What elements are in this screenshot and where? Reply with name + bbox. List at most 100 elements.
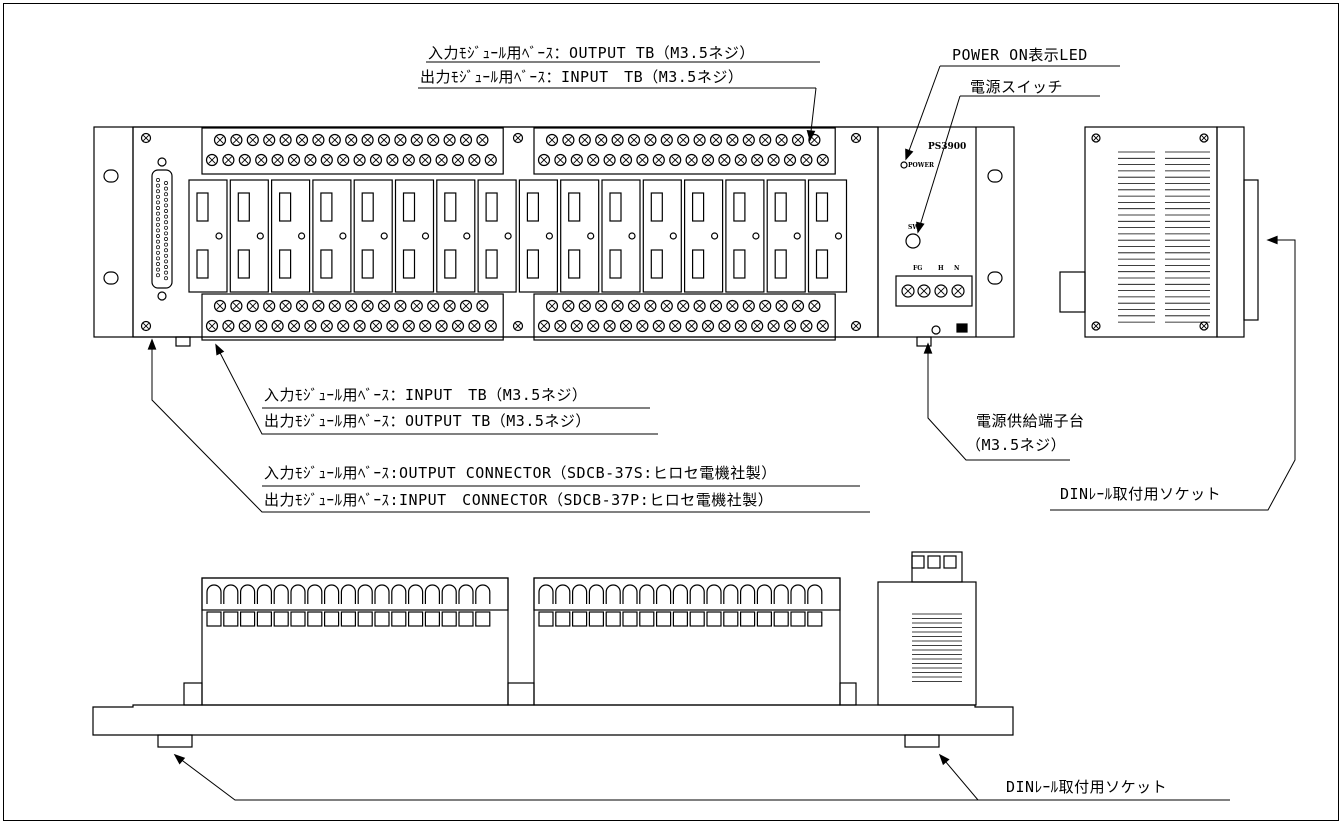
screw-icon (468, 319, 481, 333)
io-module (683, 179, 724, 293)
screw-icon (701, 319, 715, 333)
terminal-block (201, 293, 504, 341)
screw-icon (328, 133, 341, 147)
terminal-screw-head (441, 584, 457, 604)
screw-slot (487, 322, 495, 330)
terminal-clamp (790, 611, 806, 627)
screw-slot (573, 156, 581, 164)
terminal-n-label: N (954, 265, 960, 272)
screw-icon (669, 153, 682, 167)
terminal-screw-head (374, 584, 390, 604)
screw-slot (548, 302, 556, 310)
screw-icon (230, 133, 243, 147)
dsub-pin (156, 206, 160, 210)
screw-icon (435, 153, 448, 167)
screw-slot (331, 136, 339, 144)
screw-slot (819, 156, 827, 164)
ground-screw-icon (931, 325, 941, 335)
screw-slot (454, 322, 462, 330)
screw-slot (728, 136, 737, 144)
screw-icon (304, 153, 317, 167)
screw-icon (570, 319, 583, 333)
terminal-clamp (357, 611, 373, 627)
bottom-terminal-top (533, 577, 841, 611)
screw-slot (331, 302, 339, 310)
mounting-slot (987, 271, 1003, 285)
module-connector-bottom (733, 249, 746, 279)
screw-icon (263, 299, 276, 313)
screw-icon (669, 319, 682, 333)
screw-icon (263, 133, 276, 147)
terminal-screw-head (588, 584, 604, 604)
screw-slot (663, 302, 671, 310)
side-cable-gland (1059, 271, 1086, 313)
module-connector-bottom (650, 249, 663, 279)
screw-slot (298, 136, 306, 144)
screw-slot (548, 136, 556, 144)
screw-slot (745, 302, 753, 310)
screw-icon (775, 299, 788, 313)
power-unit-model: PS3900 (928, 142, 967, 152)
screw-slot (429, 136, 437, 144)
screw-slot (380, 136, 388, 144)
screw-icon (320, 153, 333, 167)
arrow-icon (215, 343, 225, 356)
screw-icon (295, 133, 309, 147)
module-connector-top (733, 192, 746, 222)
module-indicator-icon (215, 232, 223, 240)
module-indicator-icon (421, 232, 430, 240)
screw-icon (816, 153, 829, 167)
dsub-connector (151, 169, 173, 289)
screw-slot (323, 156, 331, 164)
module-connector-top (774, 192, 787, 222)
switch-leader (917, 95, 961, 233)
dsub-screw (157, 157, 167, 167)
power-led-label: POWER (908, 162, 935, 169)
power-terminal-leader (927, 344, 1070, 461)
callout-power-terminal-line1: 電源供給端子台 (976, 412, 1085, 430)
terminal-clamp (408, 611, 424, 627)
screw-slot (646, 302, 655, 310)
screw-slot (753, 156, 761, 164)
screw-slot (314, 302, 323, 310)
screw-icon (562, 299, 575, 313)
screw-icon (800, 153, 813, 167)
bottom-tb-leader (215, 344, 658, 435)
io-module (518, 179, 559, 293)
screw-icon (677, 133, 690, 147)
dsub-pin (164, 237, 168, 241)
dsub-pin (164, 209, 168, 213)
module-connector-top (691, 192, 705, 222)
screw-slot (556, 322, 565, 330)
screw-slot (405, 156, 413, 164)
screw-slot (728, 302, 737, 310)
screw-slot (257, 156, 265, 164)
dsub-pin (156, 222, 160, 227)
screw-slot (663, 136, 671, 144)
terminal-clamp (475, 611, 491, 627)
screw-icon (951, 284, 965, 298)
screw-icon (345, 133, 358, 147)
screw-slot (581, 136, 589, 144)
screw-slot (679, 302, 687, 310)
screw-icon (484, 153, 497, 167)
module-connector-top (815, 192, 829, 222)
mounting-slot (103, 169, 119, 183)
module-connector-bottom (609, 249, 622, 279)
screw-icon (140, 132, 152, 144)
bottom-view (92, 551, 1014, 748)
module-connector-bottom (361, 249, 374, 279)
screw-slot (540, 322, 548, 330)
dsub-pin (156, 194, 160, 199)
screw-icon (693, 133, 706, 147)
arrow-icon (923, 342, 933, 354)
screw-icon (451, 153, 465, 167)
bottom-spacer (507, 682, 535, 706)
screw-icon (410, 299, 423, 313)
screw-icon (808, 133, 821, 147)
screw-icon (427, 133, 440, 147)
callout-din-socket-bottom: DINﾚｰﾙ取付用ソケット (1006, 778, 1168, 796)
screw-slot (290, 322, 298, 330)
drawing-frame (3, 3, 1339, 821)
screw-slot (462, 136, 470, 144)
